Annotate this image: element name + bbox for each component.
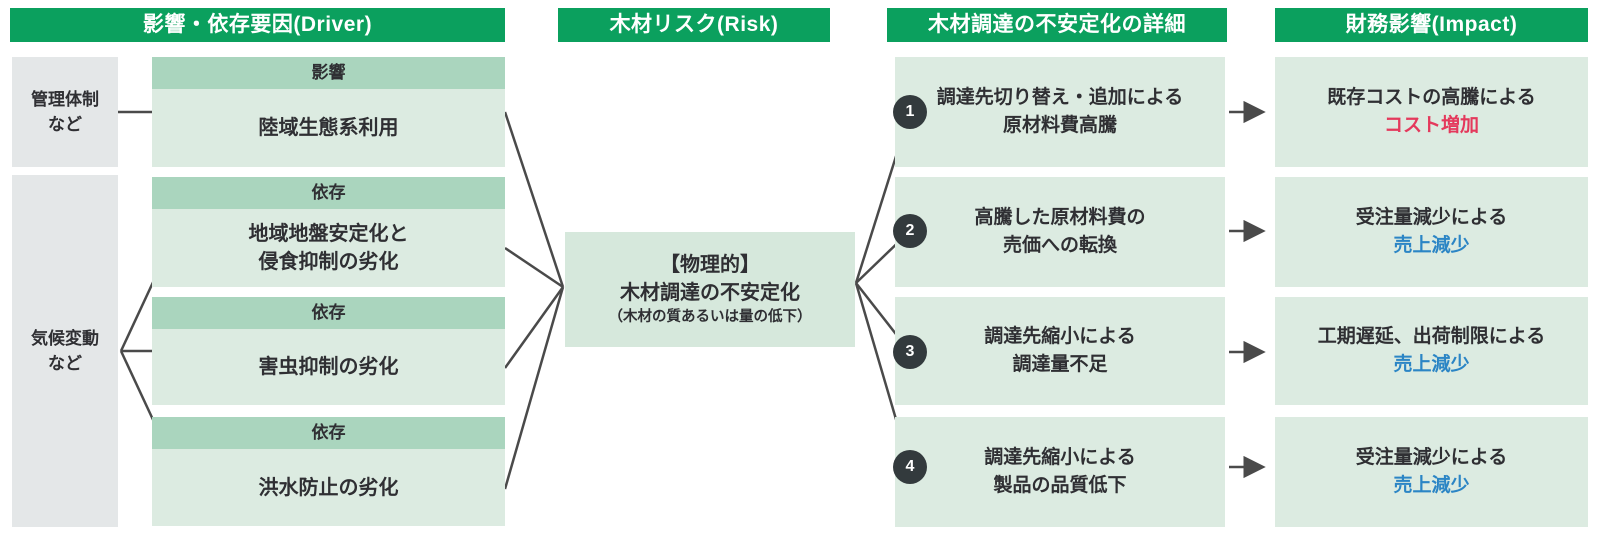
driver-tag-2: 依存 [152,177,505,209]
detail-cell-2: 高騰した原材料費の 売価への転換 [895,177,1225,287]
number-badge-2: 2 [893,214,927,248]
column-header-impact: 財務影響(Impact) [1275,8,1588,42]
driver-tag-1: 影響 [152,57,505,89]
impact-cell-3: 工期遅延、出荷制限による 売上減少 [1275,297,1588,405]
driver-body-3: 害虫抑制の劣化 [152,329,505,405]
detail-cell-3: 調達先縮小による 調達量不足 [895,297,1225,405]
driver-body-1: 陸域生態系利用 [152,89,505,167]
impact-cause-2: 受注量減少による [1355,206,1508,228]
impact-effect-1: コスト増加 [1383,115,1479,136]
line-source2-to-driver2 [119,277,157,352]
driver-group-3: 依存 害虫抑制の劣化 [152,297,505,405]
impact-effect-2: 売上減少 [1393,235,1470,256]
number-badge-1: 1 [893,95,927,129]
driver-tag-4: 依存 [152,417,505,449]
impact-effect-3: 売上減少 [1393,354,1470,375]
number-badge-3: 3 [893,335,927,369]
driver-group-4: 依存 洪水防止の劣化 [152,417,505,526]
risk-category-label: 【物理的】 [660,253,760,276]
line-driver3-to-risk [503,286,565,369]
impact-effect-4: 売上減少 [1393,475,1470,496]
detail-cell-1: 調達先切り替え・追加による 原材料費高騰 [895,57,1225,167]
column-header-risk: 木材リスク(Risk) [558,8,830,42]
source-box-management: 管理体制 など [12,57,118,167]
risk-box: 【物理的】 木材調達の不安定化 （木材の質あるいは量の低下） [565,232,855,347]
line-driver2-to-risk [504,246,564,289]
driver-body-2: 地域地盤安定化と 侵食抑制の劣化 [152,209,505,287]
driver-group-1: 影響 陸域生態系利用 [152,57,505,167]
source-box-climate: 気候変動 など [12,175,118,527]
risk-title: 木材調達の不安定化 [620,281,800,304]
column-header-driver: 影響・依存要因(Driver) [10,8,505,42]
line-driver4-to-risk [503,286,565,490]
number-badge-4: 4 [893,450,927,484]
impact-cell-1: 既存コストの高騰による コスト増加 [1275,57,1588,167]
risk-subtitle: （木材の質あるいは量の低下） [608,308,812,325]
impact-cause-1: 既存コストの高騰による [1327,86,1536,108]
driver-tag-3: 依存 [152,297,505,329]
impact-cell-2: 受注量減少による 売上減少 [1275,177,1588,287]
impact-cell-4: 受注量減少による 売上減少 [1275,417,1588,527]
line-driver1-to-risk [503,111,565,288]
column-header-detail: 木材調達の不安定化の詳細 [887,8,1227,42]
driver-body-4: 洪水防止の劣化 [152,449,505,526]
impact-cause-4: 受注量減少による [1355,446,1508,468]
driver-group-2: 依存 地域地盤安定化と 侵食抑制の劣化 [152,177,505,287]
detail-cell-4: 調達先縮小による 製品の品質低下 [895,417,1225,527]
line-source2-to-driver4 [119,350,157,425]
impact-cause-3: 工期遅延、出荷制限による [1317,325,1546,347]
